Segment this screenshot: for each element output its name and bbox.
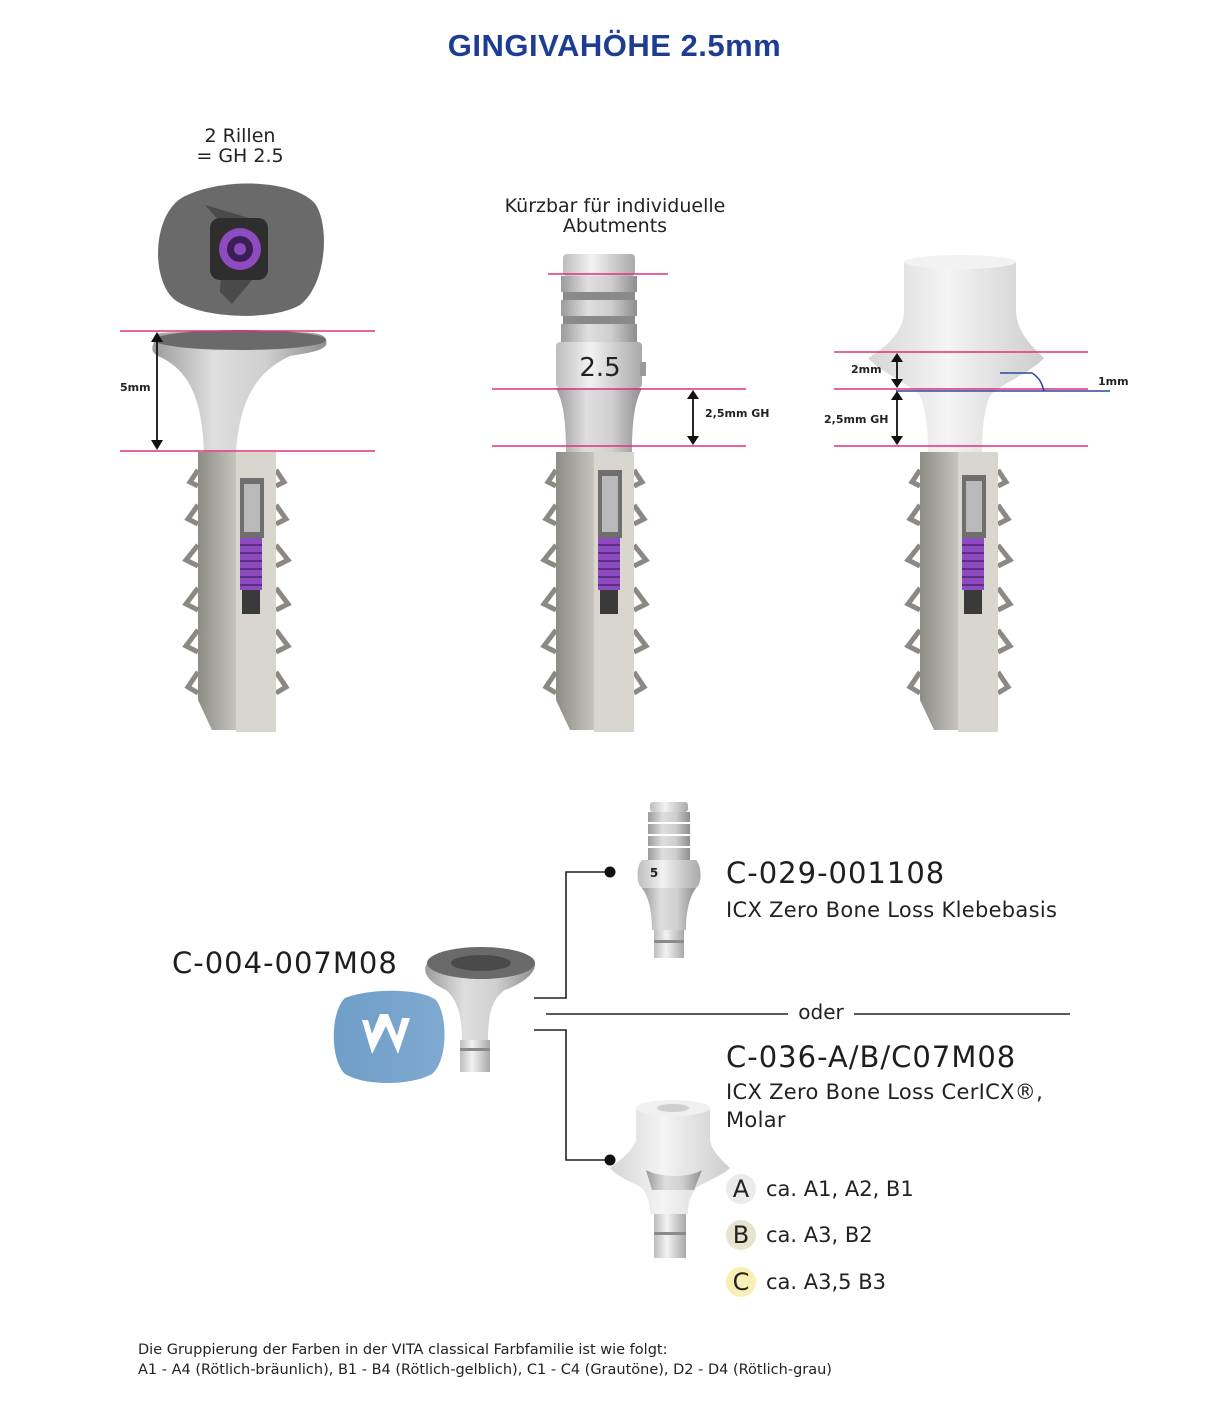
ceramic-abutment-side-view [868, 255, 1044, 452]
bonding-base-product-icon [637, 802, 701, 958]
blue-lines [896, 372, 1110, 392]
bonding-base-side-view [556, 254, 646, 452]
guide-lines [120, 273, 1088, 452]
col2-dim-label: 2,5mm GH [705, 407, 769, 420]
shade-badge-a: A [726, 1174, 756, 1204]
product-b-code: C-036-A/B/C07M08 [726, 1040, 1017, 1074]
implant-body-3 [904, 452, 1014, 732]
separator-label: oder [798, 1000, 844, 1024]
product-a-collar-number: 5 [650, 866, 658, 880]
shade-badge-c: C [726, 1267, 756, 1297]
implant-body-2 [540, 452, 650, 732]
product-a-code: C-029-001108 [726, 856, 946, 890]
product-main-code: C-004-007M08 [172, 946, 398, 980]
col2-note-line2: Abutments [562, 215, 668, 237]
col3-dim-side: 1mm [1098, 375, 1129, 388]
col1-note-line1: 2 Rillen [204, 125, 276, 147]
shade-row-c: C ca. A3,5 B3 [726, 1267, 886, 1297]
col2-collar-number: 2.5 [579, 353, 620, 383]
logo-badge [333, 990, 445, 1083]
page-title: GINGIVAHÖHE 2.5mm [447, 28, 782, 63]
product-b-description: ICX Zero Bone Loss CerICX®, Molar [726, 1078, 1043, 1134]
shade-text-b: ca. A3, B2 [766, 1223, 873, 1247]
healing-cap-side-view [152, 330, 327, 452]
healing-cap-top-view [158, 183, 324, 316]
col3-dim-lower: 2,5mm GH [824, 413, 888, 426]
col3-dim-upper: 2mm [851, 363, 882, 376]
product-b-description-line1: ICX Zero Bone Loss CerICX®, [726, 1080, 1044, 1104]
product-a-description: ICX Zero Bone Loss Klebebasis [726, 898, 1058, 922]
shade-text-c: ca. A3,5 B3 [766, 1270, 886, 1294]
implant-body-1 [182, 452, 292, 732]
footnote-line1: Die Gruppierung der Farben in der VITA c… [138, 1342, 668, 1358]
footnote: Die Gruppierung der Farben in der VITA c… [138, 1340, 832, 1380]
ceramic-abutment-product-icon [610, 1100, 730, 1258]
healing-cap-product-icon [425, 947, 536, 1072]
connector-dot-bottom [604, 1154, 616, 1166]
connector-lines [534, 871, 1070, 1161]
dimension-arrows [151, 332, 903, 450]
product-b-description-line2: Molar [726, 1108, 786, 1132]
col1-dim-label: 5mm [120, 381, 151, 394]
col2-note-line1: Kürzbar für individuelle [504, 195, 726, 217]
shade-text-a: ca. A1, A2, B1 [766, 1177, 914, 1201]
col1-note-line2: = GH 2.5 [196, 145, 284, 167]
col2-note: Kürzbar für individuelle Abutments [470, 196, 760, 236]
shade-row-a: A ca. A1, A2, B1 [726, 1174, 914, 1204]
connector-dot-top [604, 866, 616, 878]
shade-badge-b: B [726, 1220, 756, 1250]
col1-note: 2 Rillen = GH 2.5 [160, 126, 320, 166]
footnote-line2: A1 - A4 (Rötlich-bräunlich), B1 - B4 (Rö… [138, 1362, 832, 1378]
shade-row-b: B ca. A3, B2 [726, 1220, 873, 1250]
